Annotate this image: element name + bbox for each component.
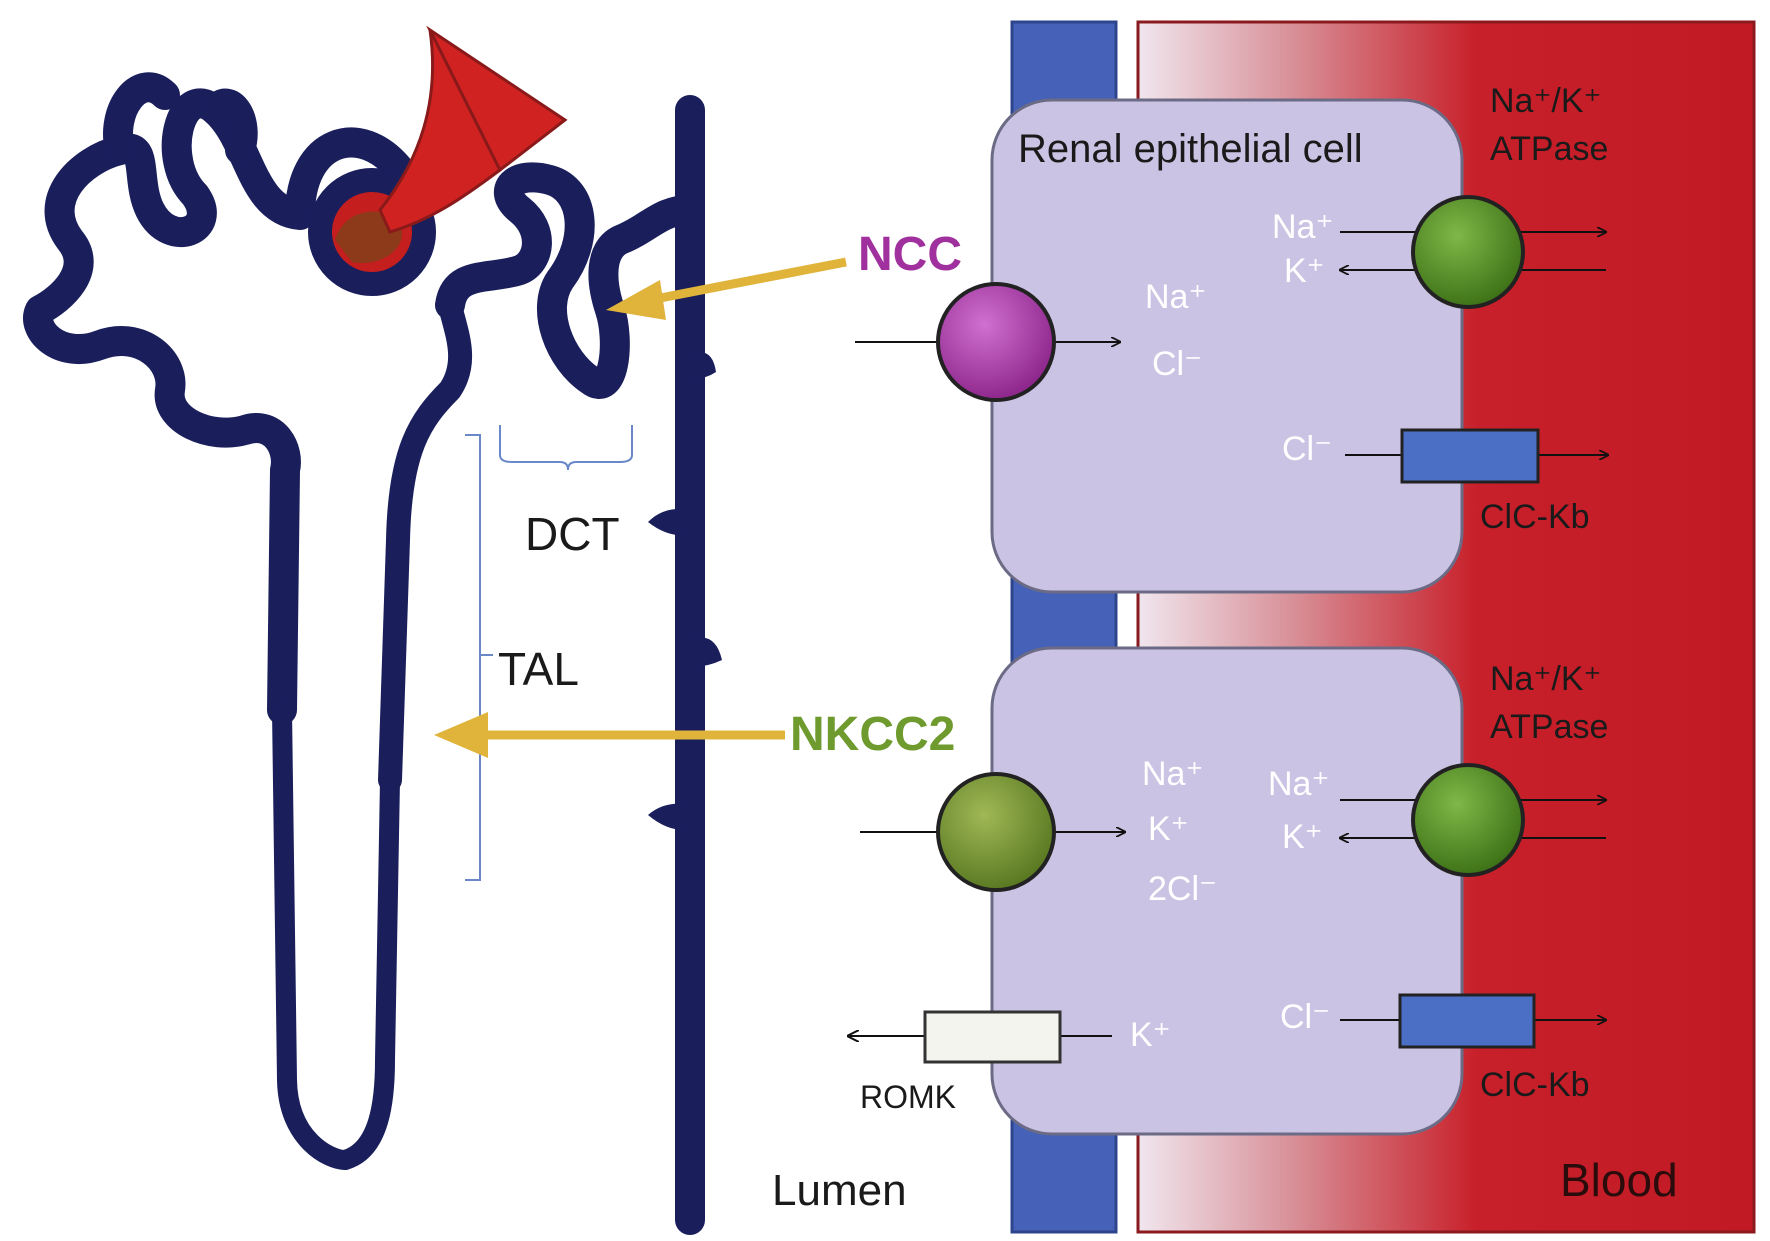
dct-label: DCT [525,508,620,560]
top-pump-na-label: Na⁺ [1272,208,1333,246]
top-renal-epithelial-cell [990,98,1464,594]
ncc-label: NCC [858,228,962,281]
nkcc2-transporter [936,772,1056,892]
ncc-na-label: Na⁺ [1145,278,1206,316]
nkcc2-label: NKCC2 [790,708,955,761]
top-clc-cl-label: Cl⁻ [1282,430,1332,468]
top-na-k-atpase [1411,195,1525,309]
top-clc-kb-channel [1400,428,1540,484]
romk-label: ROMK [860,1079,956,1115]
bottom-clc-cl-label: Cl⁻ [1280,998,1330,1036]
bottom-pump-label-1: Na⁺/K⁺ [1490,660,1601,698]
bottom-pump-k-label: K⁺ [1282,818,1323,856]
romk-k-label: K⁺ [1130,1016,1171,1054]
collecting-duct-branches [648,352,722,831]
nkcc-na-label: Na⁺ [1142,755,1203,793]
nkcc2-pointer-arrow [434,712,785,758]
top-pump-k-label: K⁺ [1284,252,1325,290]
top-clc-label: ClC-Kb [1480,498,1590,536]
nkcc-k-label: K⁺ [1148,810,1189,848]
dct-bracket [499,425,633,471]
tal-label: TAL [498,643,579,695]
nephron-tubule [23,72,705,1235]
ncc-transporter [936,282,1056,402]
afferent-arteriole-funnel [426,25,568,173]
top-pump-label-1: Na⁺/K⁺ [1490,82,1601,120]
blood-label: Blood [1560,1154,1678,1206]
romk-channel [923,1010,1062,1064]
top-pump-label-2: ATPase [1490,130,1608,168]
bottom-clc-kb-channel [1398,993,1536,1049]
ncc-pointer-arrow [606,257,847,320]
nkcc-cl-label: 2Cl⁻ [1148,870,1217,908]
renal-cell-label: Renal epithelial cell [1018,127,1363,171]
bottom-na-k-atpase [1411,763,1525,877]
ncc-cl-label: Cl⁻ [1152,345,1202,383]
bottom-pump-label-2: ATPase [1490,708,1608,746]
tal-bracket [465,434,481,881]
lumen-label: Lumen [772,1166,907,1215]
afferent-arteriole [378,29,502,234]
bottom-renal-epithelial-cell [990,646,1464,1136]
bottom-pump-na-label: Na⁺ [1268,765,1329,803]
bottom-clc-label: ClC-Kb [1480,1066,1590,1104]
